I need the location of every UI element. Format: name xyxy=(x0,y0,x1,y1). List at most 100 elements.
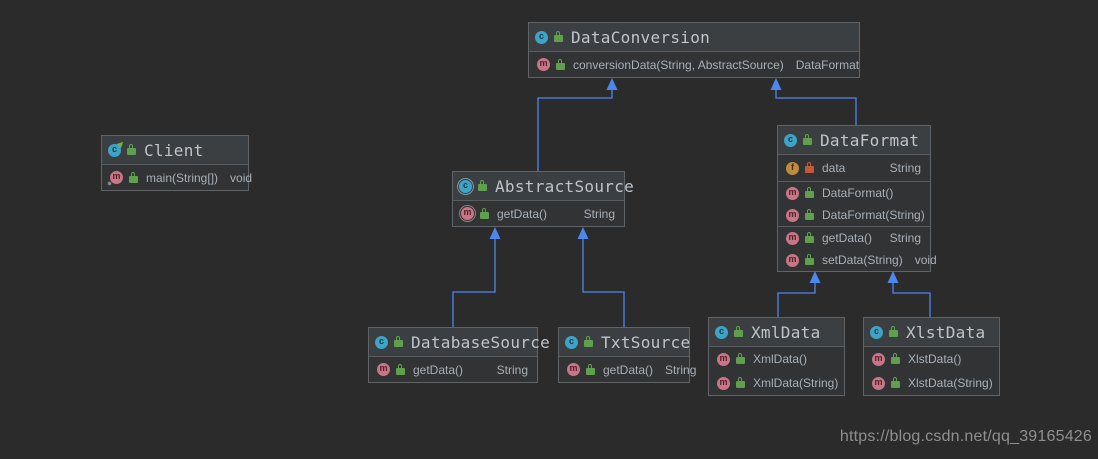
constructor-row[interactable]: m XmlData() xyxy=(709,347,844,371)
constructor-row[interactable]: m DataFormat(String) xyxy=(778,204,930,226)
method-icon: m xyxy=(377,363,390,376)
class-header-databasesource[interactable]: c DatabaseSource xyxy=(369,328,550,356)
class-header-xlstdata[interactable]: c XlstData xyxy=(864,318,999,346)
class-title: DataFormat xyxy=(820,130,920,150)
class-box-abstractsource[interactable]: c AbstractSource m getData() String xyxy=(452,171,634,227)
edge-databasesource-to-abstractsource xyxy=(452,239,496,327)
class-title: XmlData xyxy=(751,322,821,342)
field-row[interactable]: f data String xyxy=(778,155,930,181)
member-name: DataFormat(String) xyxy=(822,208,925,222)
public-lock-icon xyxy=(129,171,138,183)
abstract-class-icon: c xyxy=(459,179,472,193)
fields-section: f data String xyxy=(778,154,930,181)
methods-section: m getData() String xyxy=(559,356,696,382)
class-box-client[interactable]: c Client m main(String[]) void xyxy=(101,135,252,191)
member-name: setData(String) xyxy=(822,253,903,267)
class-box-xlstdata[interactable]: c XlstData m XlstData() m XlstData(Strin… xyxy=(863,317,1000,396)
public-lock-icon xyxy=(478,180,487,191)
class-header-xmldata[interactable]: c XmlData xyxy=(709,318,844,346)
method-icon: m xyxy=(537,58,550,71)
member-name: data xyxy=(822,161,846,175)
class-icon: c xyxy=(108,143,121,157)
class-box-txtsource[interactable]: c TxtSource m getData() String xyxy=(558,327,696,383)
class-icon: c xyxy=(375,335,388,349)
constructor-row[interactable]: m XlstData() xyxy=(864,347,999,371)
member-name: XlstData() xyxy=(908,352,962,366)
method-icon: m xyxy=(110,171,123,184)
arrowhead-up-icon xyxy=(770,78,782,90)
method-row[interactable]: m getData() String xyxy=(369,357,537,382)
methods-section: m getData() String xyxy=(453,200,624,226)
method-row[interactable]: m getData() String xyxy=(559,357,696,382)
member-name: main(String[]) xyxy=(146,170,219,185)
edge-txtsource-to-abstractsource xyxy=(582,239,625,327)
methods-section: m conversionData(String, AbstractSource)… xyxy=(529,51,859,77)
method-icon: m xyxy=(786,231,799,245)
public-lock-icon xyxy=(805,232,814,243)
method-icon: m xyxy=(717,352,730,366)
csdn-watermark: https://blog.csdn.net/qq_39165426 xyxy=(839,428,1092,445)
class-icon: c xyxy=(715,325,728,339)
class-icon: c xyxy=(565,335,578,349)
member-name: XlstData(String) xyxy=(908,376,993,390)
arrowhead-up-icon xyxy=(606,78,618,90)
edge-xlstdata-to-dataformat xyxy=(892,283,931,317)
member-name: getData() xyxy=(822,231,873,245)
method-row[interactable]: m getData() String xyxy=(778,227,930,249)
method-row[interactable]: m main(String[]) void xyxy=(102,165,252,190)
constructor-row[interactable]: m XmlData(String) xyxy=(709,371,844,395)
method-row[interactable]: m conversionData(String, AbstractSource)… xyxy=(529,52,859,77)
method-icon: m xyxy=(567,363,580,376)
public-lock-icon xyxy=(803,134,812,145)
class-header-client[interactable]: c Client xyxy=(102,136,248,164)
method-icon: m xyxy=(786,208,799,222)
constructors-section: m XlstData() m XlstData(String) xyxy=(864,346,999,395)
edge-abstractsource-to-dataconversion xyxy=(537,90,613,171)
method-icon: m xyxy=(786,253,799,267)
public-lock-icon xyxy=(891,377,900,388)
public-lock-icon xyxy=(805,254,814,265)
class-box-dataformat[interactable]: c DataFormat f data String m DataFormat(… xyxy=(777,125,937,272)
constructor-row[interactable]: m DataFormat() xyxy=(778,182,930,204)
public-lock-icon xyxy=(127,144,136,155)
class-header-abstractsource[interactable]: c AbstractSource xyxy=(453,172,634,200)
member-name: getData() xyxy=(497,206,548,221)
member-type: void xyxy=(230,170,253,185)
class-box-xmldata[interactable]: c XmlData m XmlData() m XmlData(String) xyxy=(708,317,845,396)
arrowhead-up-icon xyxy=(577,227,589,239)
public-lock-icon xyxy=(554,31,563,42)
class-header-txtsource[interactable]: c TxtSource xyxy=(559,328,691,356)
class-header-dataformat[interactable]: c DataFormat xyxy=(778,126,930,154)
public-lock-icon xyxy=(394,336,403,347)
class-box-databasesource[interactable]: c DatabaseSource m getData() String xyxy=(368,327,550,383)
class-title: DataConversion xyxy=(571,27,711,47)
static-method-icon: m xyxy=(107,171,123,186)
method-row[interactable]: m getData() String xyxy=(453,201,624,226)
public-lock-icon xyxy=(805,209,814,220)
constructor-row[interactable]: m XlstData(String) xyxy=(864,371,999,395)
class-box-dataconversion[interactable]: c DataConversion m conversionData(String… xyxy=(528,22,860,78)
constructors-section: m XmlData() m XmlData(String) xyxy=(709,346,844,395)
method-row[interactable]: m setData(String) void xyxy=(778,249,937,271)
public-lock-icon xyxy=(584,336,593,347)
method-icon: m xyxy=(872,352,885,366)
member-type: String xyxy=(665,362,697,377)
class-title: AbstractSource xyxy=(495,176,635,196)
member-type: String xyxy=(889,231,921,245)
class-title: Client xyxy=(144,140,204,160)
arrowhead-up-icon xyxy=(809,271,821,283)
member-type: String xyxy=(583,206,615,221)
public-lock-icon xyxy=(396,363,405,375)
field-icon: f xyxy=(786,161,799,175)
member-name: conversionData(String, AbstractSource) xyxy=(573,57,784,72)
class-title: DatabaseSource xyxy=(411,332,551,352)
public-lock-icon xyxy=(556,58,565,70)
class-title: TxtSource xyxy=(601,332,691,352)
class-title: XlstData xyxy=(906,322,986,342)
arrowhead-up-icon xyxy=(887,271,899,283)
class-icon: c xyxy=(870,325,883,339)
public-lock-icon xyxy=(736,353,745,364)
class-header-dataconversion[interactable]: c DataConversion xyxy=(529,23,859,51)
public-lock-icon xyxy=(805,187,814,198)
